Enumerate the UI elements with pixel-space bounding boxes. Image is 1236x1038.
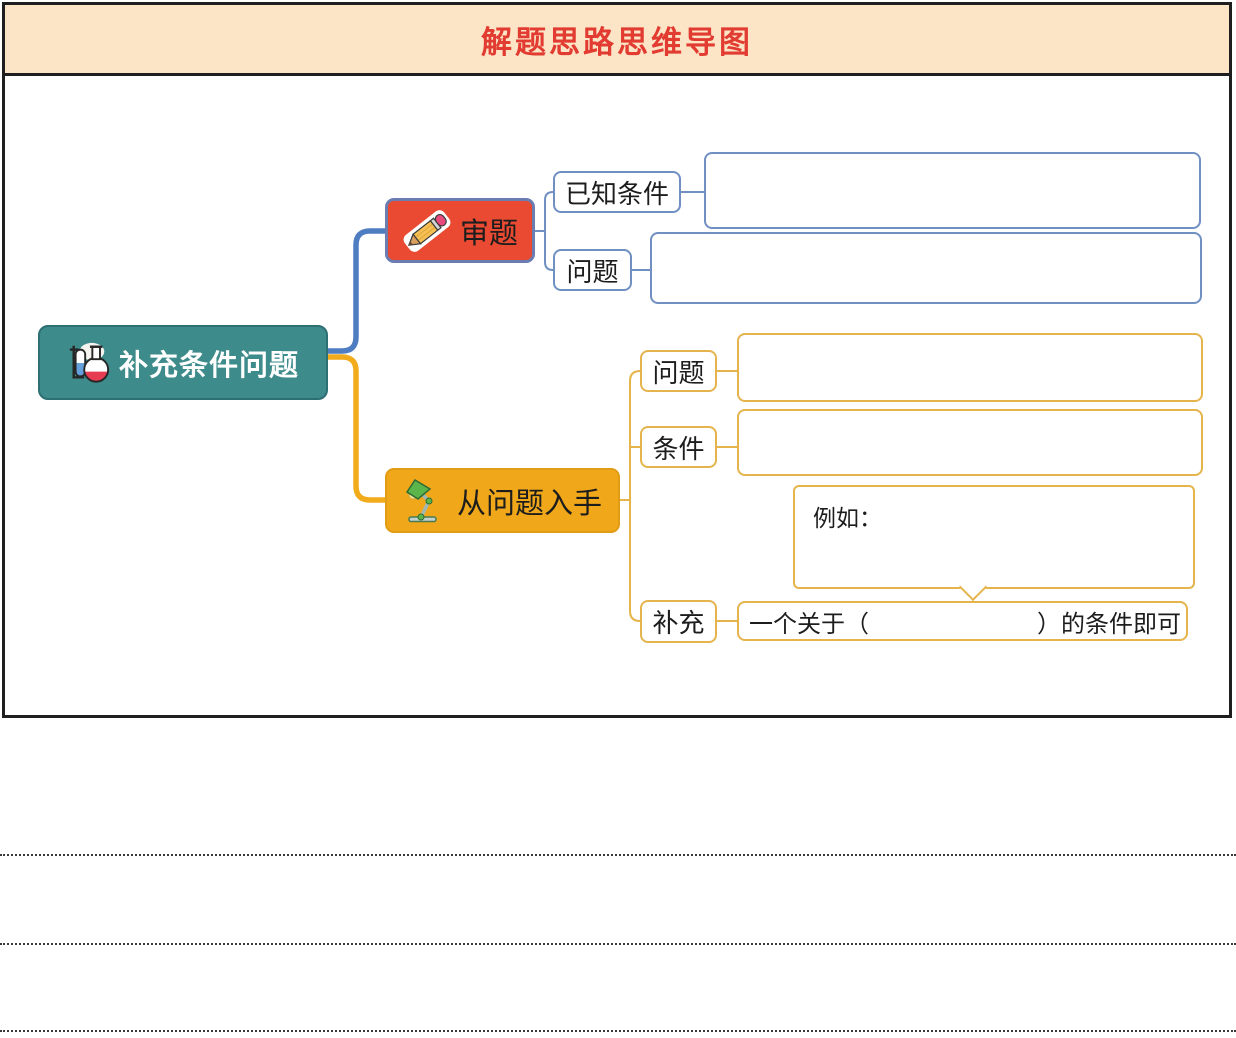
lamp-icon: [403, 478, 449, 524]
fill-box-text: 一个关于（ ）的条件即可: [749, 610, 1181, 638]
example-callout: 例如：: [793, 485, 1195, 602]
fill-box-text: [739, 411, 1201, 474]
fill-box-text: [652, 234, 1200, 302]
root-node: 补充条件问题: [38, 325, 328, 400]
label-text: 补充: [652, 608, 705, 638]
fill-box-known-conditions: [704, 152, 1201, 229]
answer-ruled-line: [0, 943, 1236, 945]
branch-label: 审题: [459, 217, 518, 250]
label-condition: 条件: [640, 426, 717, 468]
fill-box-text: [739, 335, 1201, 400]
label-question-blue: 问题: [553, 249, 632, 291]
fill-box-question-blue: [650, 232, 1202, 304]
label-text: 已知条件: [564, 178, 669, 209]
answer-ruled-line: [0, 854, 1236, 856]
label-question-yellow: 问题: [640, 350, 717, 392]
branch-label: 从问题入手: [456, 487, 602, 520]
example-callout-label: 例如：: [813, 505, 882, 531]
label-text: 问题: [566, 256, 619, 287]
flask-icon: [67, 340, 111, 386]
branch-node-start-from-question: 从问题入手: [385, 468, 620, 533]
label-text: 条件: [652, 433, 705, 464]
worksheet-header: 解题思路思维导图: [2, 2, 1232, 76]
fill-box-question-yellow: [737, 333, 1203, 402]
pencil-icon: [402, 209, 452, 253]
root-label: 补充条件问题: [118, 349, 299, 382]
answer-ruled-line: [0, 1030, 1236, 1032]
label-text: 问题: [652, 357, 705, 388]
branch-node-shenti: 审题: [385, 198, 535, 263]
fill-box-text: [706, 154, 1199, 227]
label-known-conditions: 已知条件: [553, 171, 681, 213]
fill-box-supplement: 一个关于（ ）的条件即可: [737, 601, 1188, 641]
label-supplement: 补充: [640, 600, 717, 643]
fill-box-condition: [737, 409, 1203, 476]
page-title: 解题思路思维导图: [481, 24, 753, 60]
